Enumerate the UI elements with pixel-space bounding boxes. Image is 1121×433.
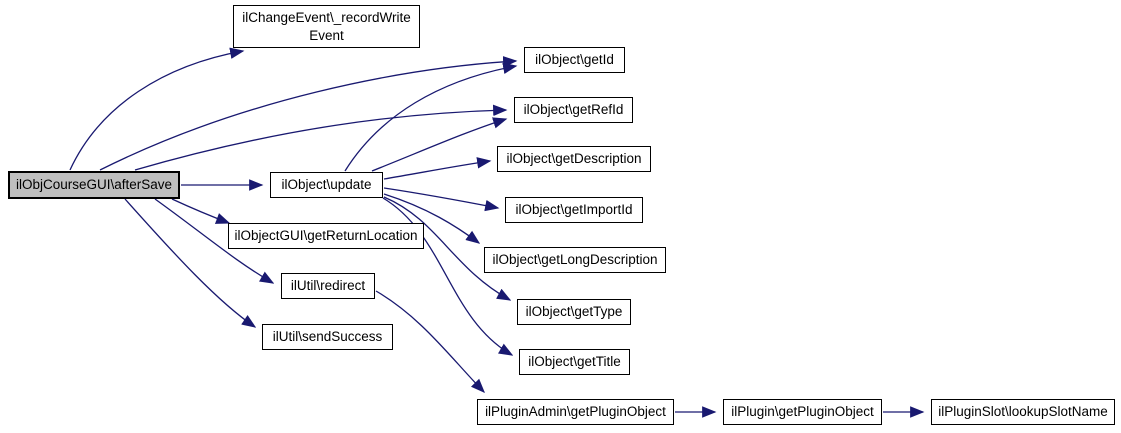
node-label: ilObject\getLongDescription	[492, 252, 658, 268]
edge-update-gettype	[383, 196, 512, 301]
node-ilutil-redirect[interactable]: ilUtil\redirect	[281, 273, 375, 299]
node-ilobject-gettype[interactable]: ilObject\getType	[517, 299, 631, 325]
node-label: ilChangeEvent\_recordWrite Event	[242, 9, 411, 43]
node-label: ilObjectGUI\getReturnLocation	[234, 228, 418, 244]
edge-redirect-pluginadmin	[375, 290, 485, 394]
node-ilobject-getid[interactable]: ilObject\getId	[524, 47, 625, 73]
node-ilpluginslot-lookupslotname[interactable]: ilPluginSlot\lookupSlotName	[931, 399, 1115, 425]
node-label: ilObject\getType	[525, 304, 623, 320]
node-ilplugin-getpluginobject[interactable]: ilPlugin\getPluginObject	[723, 399, 882, 425]
node-ilchangeevent-recordwriteevent[interactable]: ilChangeEvent\_recordWrite Event	[233, 5, 420, 48]
edge-aftersave-sendsuccess	[124, 198, 257, 328]
node-ilutil-sendsuccess[interactable]: ilUtil\sendSuccess	[262, 324, 393, 350]
edge-aftersave-redirect	[154, 198, 275, 284]
edge-update-getdescription	[383, 157, 492, 180]
node-label: ilObject\getDescription	[506, 151, 642, 167]
edge-update-getlongdescription	[383, 193, 481, 244]
node-label: ilPluginAdmin\getPluginObject	[485, 404, 666, 420]
node-ilobject-getdescription[interactable]: ilObject\getDescription	[497, 146, 651, 172]
node-label: ilPluginSlot\lookupSlotName	[938, 404, 1108, 420]
edge-update-getrefid	[371, 117, 508, 172]
node-ilpluginadmin-getpluginobject[interactable]: ilPluginAdmin\getPluginObject	[477, 399, 674, 425]
node-label: ilUtil\redirect	[290, 278, 366, 294]
node-label: ilObject\getImportId	[515, 202, 633, 218]
edge-aftersave-getrefid	[134, 104, 508, 171]
edge-update-getid	[344, 62, 518, 172]
node-ilobject-getimportid[interactable]: ilObject\getImportId	[505, 197, 643, 223]
edge-update-gettitle	[382, 197, 514, 356]
node-label: ilObject\getTitle	[528, 354, 621, 370]
edge-update-getimportid	[383, 187, 500, 212]
node-label: ilObject\getRefId	[523, 102, 624, 118]
node-label: ilObject\getId	[535, 52, 614, 68]
node-label: ilObjCourseGUI\afterSave	[15, 177, 173, 193]
node-ilobjectgui-getreturnlocation[interactable]: ilObjectGUI\getReturnLocation	[228, 223, 424, 249]
node-label: ilObject\update	[281, 177, 372, 193]
edge-aftersave-recordwriteevent	[69, 47, 245, 171]
edge-aftersave-getid	[99, 56, 518, 171]
node-ilobject-gettitle[interactable]: ilObject\getTitle	[519, 349, 630, 375]
edge-aftersave-getreturnlocation	[171, 198, 231, 224]
node-label: ilUtil\sendSuccess	[272, 329, 383, 345]
node-ilobject-getrefid[interactable]: ilObject\getRefId	[514, 97, 633, 123]
node-label: ilPlugin\getPluginObject	[731, 404, 874, 420]
node-ilobjcoursegui-aftersave[interactable]: ilObjCourseGUI\afterSave	[8, 171, 180, 199]
node-ilobject-getlongdescription[interactable]: ilObject\getLongDescription	[484, 247, 666, 273]
node-ilobject-update[interactable]: ilObject\update	[270, 172, 383, 198]
